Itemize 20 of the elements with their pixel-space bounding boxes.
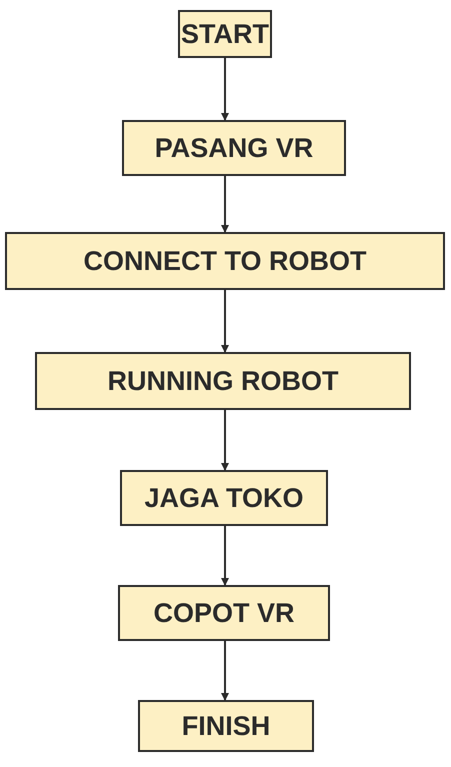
process-box (178, 10, 272, 58)
step-label: CONNECT TO ROBOT (84, 246, 366, 276)
arrow (221, 641, 229, 701)
step-label: START (181, 18, 269, 50)
process-box (122, 120, 346, 176)
step-label: PASANG VR (154, 132, 314, 164)
step-label: JAGA TOKO (144, 482, 304, 514)
arrow (221, 58, 229, 121)
step-label: COPOT VR (153, 598, 294, 628)
arrow (221, 410, 229, 471)
process-box (120, 470, 328, 526)
step-label: RUNNING ROBOT (108, 366, 338, 396)
process-box (35, 352, 411, 410)
process-box (138, 700, 314, 752)
process-box (5, 232, 445, 290)
process-box (118, 585, 330, 641)
step-label: FINISH (182, 710, 270, 742)
arrow (221, 290, 229, 353)
arrow (221, 176, 229, 233)
arrow (221, 526, 229, 586)
